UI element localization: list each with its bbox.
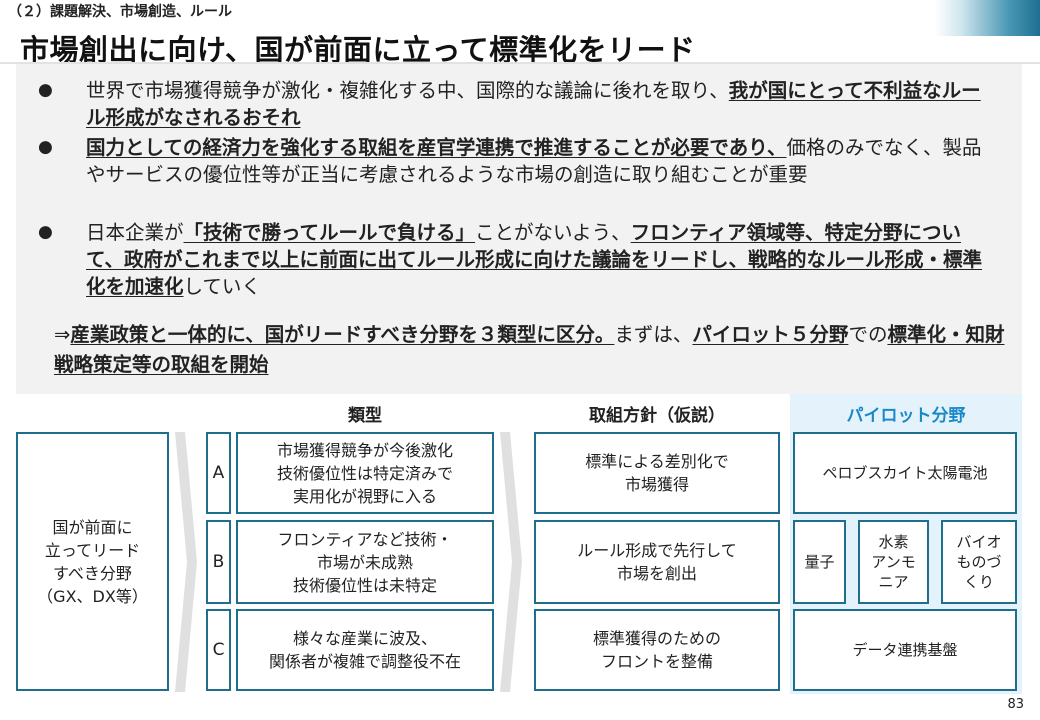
category-c-description: 様々な産業に波及、 関係者が複雑で調整役不在	[236, 609, 494, 691]
category-b-policy: ルール形成で先行して 市場を創出	[534, 520, 780, 604]
section-label: （２）課題解決、市場創造、ルール	[8, 4, 232, 20]
page-number: 83	[1007, 697, 1024, 712]
pilot-bio-manufacturing: バイオ ものづ くり	[941, 520, 1017, 604]
bullet-3-plain-2: ことがないよう、	[475, 221, 631, 244]
bullet-dot: ●	[38, 222, 53, 242]
chevron-arrow-icon	[175, 432, 197, 692]
policy-column-heading: 取組方針（仮説）	[589, 406, 725, 426]
bullet-1-plain: 世界で市場獲得競争が激化・複雑化する中、国際的な議論に後れを取り、	[86, 79, 729, 102]
category-a-letter: A	[206, 432, 231, 514]
bullet-3-text: 日本企業が「技術で勝ってルールで負ける」ことがないよう、フロンティア領域等、特定…	[86, 219, 998, 300]
bullet-3-emphasis-2: フロンティア領域等、特定分野について、政府がこれまで以上に前面に出てルール形成に…	[86, 221, 983, 298]
bullet-2-emphasis: 国力としての経済力を強化する取組を産官学連携で推進することが必要であり、	[86, 136, 787, 159]
type-column-heading: 類型	[348, 406, 382, 426]
category-c-policy: 標準獲得のための フロントを整備	[534, 609, 780, 691]
category-b-letter: B	[206, 520, 231, 604]
root-category-box: 国が前面に 立ってリード すべき分野 （GX、DX等）	[16, 432, 169, 691]
pilot-perovskite-solar: ペロブスカイト太陽電池	[793, 432, 1017, 514]
category-b-description: フロンティアなど技術・ 市場が未成熟 技術優位性は未特定	[236, 520, 494, 604]
chevron-arrow-icon	[500, 432, 522, 692]
conclusion-emphasis-3: 標準化・知財戦略策定等の取組を開始	[54, 323, 1005, 376]
bullet-3-plain-3: していく	[183, 275, 261, 298]
page-title: 市場創出に向け、国が前面に立って標準化をリード	[20, 33, 696, 67]
category-c-letter: C	[206, 609, 231, 691]
conclusion: ⇒産業政策と一体的に、国がリードすべき分野を３類型に区分。まずは、パイロット５分…	[54, 320, 1019, 380]
bullet-2-plain: 価格のみでなく、製品やサービスの優位性等が正当に考慮されるような市場の創造に取り…	[86, 136, 982, 186]
conclusion-plain-1: まずは、	[614, 323, 693, 346]
title-divider	[0, 62, 1040, 64]
summary-box: ● 世界で市場獲得競争が激化・複雑化する中、国際的な議論に後れを取り、我が国にと…	[16, 64, 1022, 394]
corner-accent-bar	[935, 0, 1040, 36]
bullet-1-text: 世界で市場獲得競争が激化・複雑化する中、国際的な議論に後れを取り、我が国にとって…	[86, 77, 998, 131]
bullet-3-emphasis-1: 「技術で勝ってルールで負ける」	[183, 221, 476, 244]
pilot-hydrogen-ammonia: 水素 アンモ ニア	[858, 520, 929, 604]
bullet-dot: ●	[38, 137, 53, 157]
pilot-data-platform: データ連携基盤	[793, 609, 1017, 691]
pilot-column-heading: パイロット分野	[846, 406, 966, 426]
category-a-policy: 標準による差別化で 市場獲得	[534, 432, 780, 514]
conclusion-plain-2: での	[848, 323, 888, 346]
arrow-icon: ⇒	[54, 323, 71, 346]
bullet-1-emphasis: 我が国にとって不利益なルール形成がなされるおそれ	[86, 79, 981, 129]
conclusion-emphasis-2: パイロット５分野	[692, 323, 849, 346]
bullet-dot: ●	[38, 80, 53, 100]
bullet-2-text: 国力としての経済力を強化する取組を産官学連携で推進することが必要であり、価格のみ…	[86, 134, 998, 188]
category-a-description: 市場獲得競争が今後激化 技術優位性は特定済みで 実用化が視野に入る	[236, 432, 494, 514]
pilot-quantum: 量子	[793, 520, 846, 604]
conclusion-emphasis-1: 産業政策と一体的に、国がリードすべき分野を３類型に区分。	[70, 323, 615, 346]
bullet-3-plain-1: 日本企業が	[86, 221, 184, 244]
